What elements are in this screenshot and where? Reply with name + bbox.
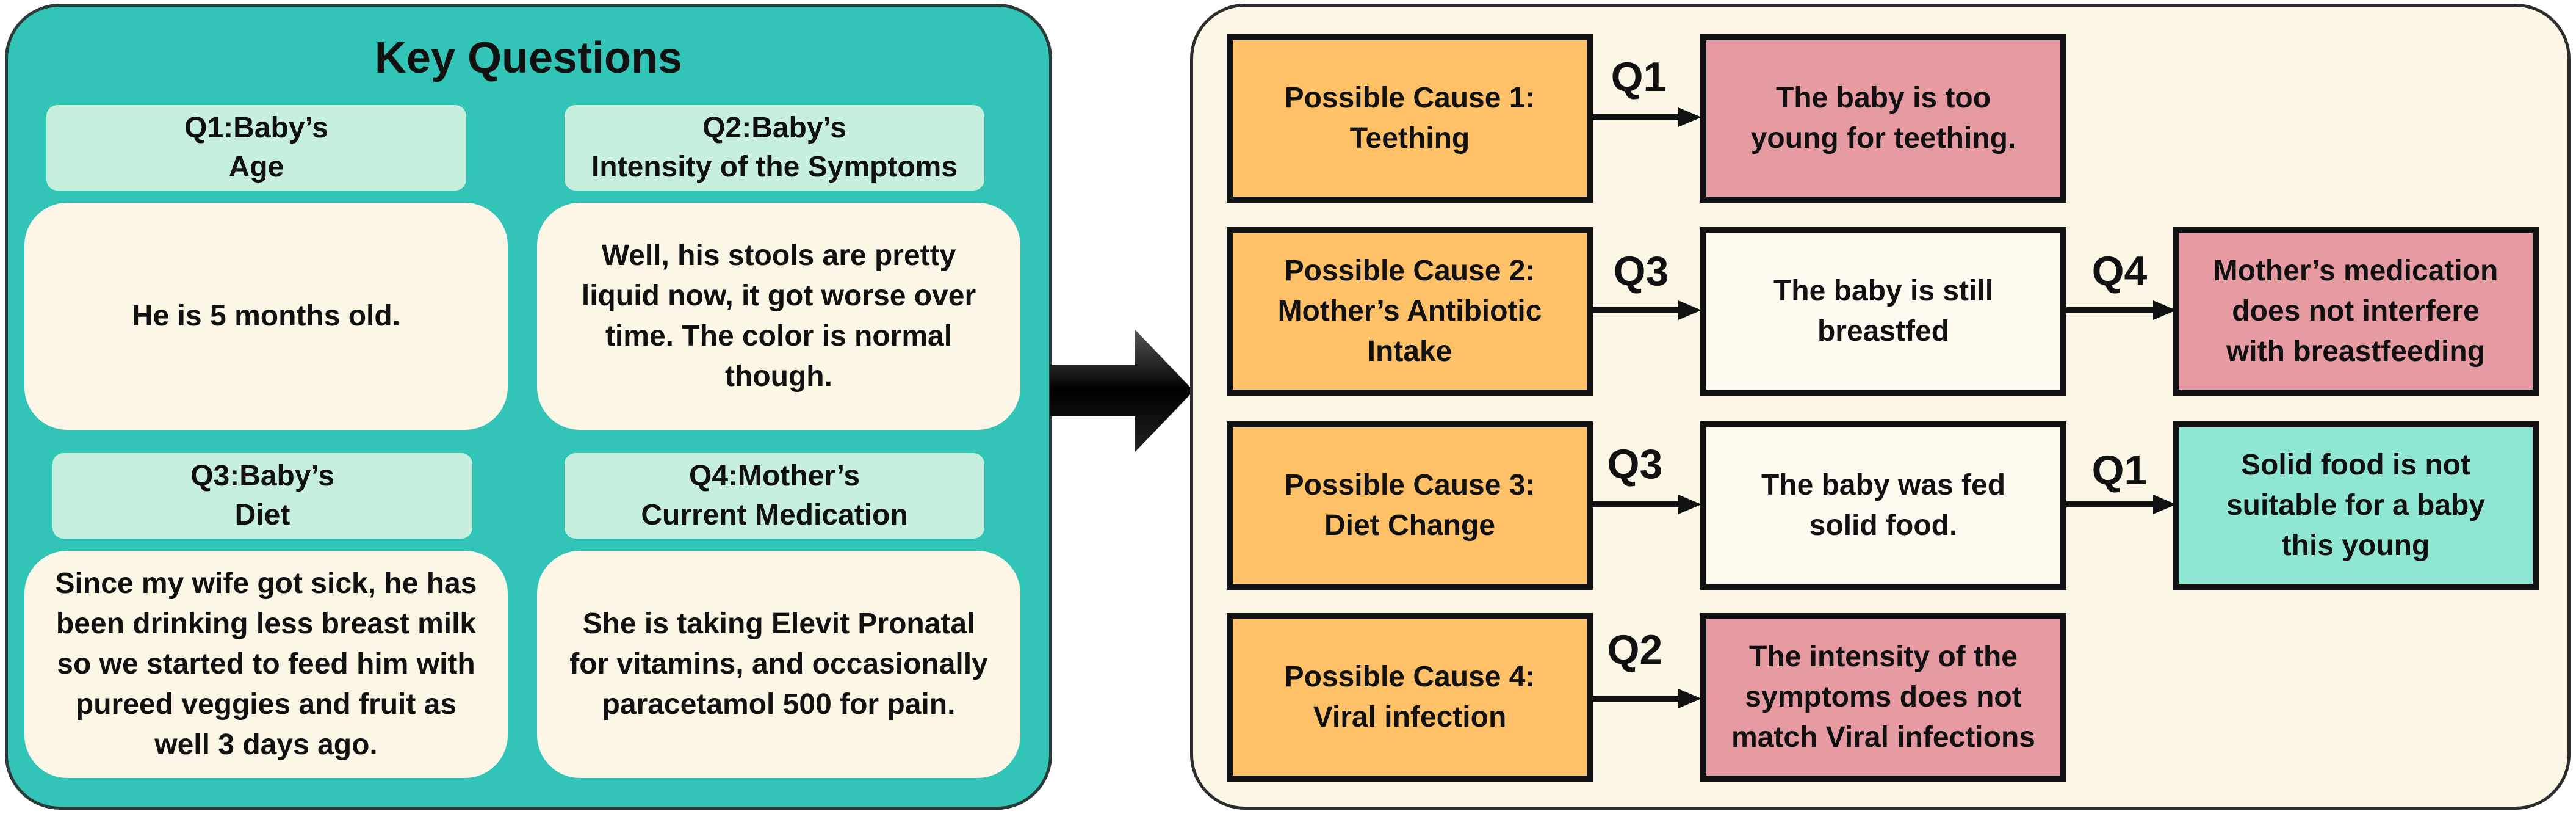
cause-box-1: Possible Cause 1: Teething	[1227, 34, 1593, 203]
cause-box-2: Possible Cause 2: Mother’s Antibiotic In…	[1227, 227, 1593, 396]
cause-text: Possible Cause 1: Teething	[1284, 82, 1535, 154]
answer-card-q1: He is 5 months old.	[24, 203, 508, 430]
outcome-text: The baby is too young for teething.	[1750, 82, 2016, 154]
connector-arrow-icon	[2062, 495, 2176, 514]
label-line: Age	[228, 151, 284, 183]
question-tag: Q1	[2091, 447, 2148, 493]
intermediate-box: The baby is still breastfed	[1700, 227, 2066, 396]
label-line: Current Medication	[641, 499, 908, 531]
question-tag: Q3	[1607, 441, 1663, 487]
question-tag: Q4	[2091, 248, 2148, 294]
answer-text: He is 5 months old.	[131, 300, 401, 332]
connector-arrow-icon	[1587, 300, 1701, 320]
cause-text: Possible Cause 3: Diet Change	[1284, 469, 1535, 542]
outcome-box-rejected: The baby is too young for teething.	[1700, 34, 2066, 203]
question-tag: Q2	[1607, 627, 1663, 673]
cause-text: Possible Cause 2: Mother’s Antibiotic In…	[1277, 255, 1542, 368]
outcome-box-confirmed: Solid food is not suitable for a baby th…	[2173, 421, 2539, 590]
answer-text: She is taking Elevit Pronatal for vitami…	[569, 608, 988, 721]
panel-title: Key Questions	[374, 34, 683, 82]
label-line: Q1:Baby’s	[184, 112, 328, 144]
connector-arrow-icon	[2062, 300, 2176, 320]
connector-arrow-icon	[1587, 495, 1701, 514]
intermediate-text: The baby is still breastfed	[1773, 275, 1994, 347]
answer-card-q2: Well, his stools are pretty liquid now, …	[537, 203, 1020, 430]
label-line: Diet	[234, 499, 290, 531]
cause-box-4: Possible Cause 4: Viral infection	[1227, 613, 1593, 782]
big-right-arrow-icon	[1050, 330, 1194, 452]
label-line: Q4:Mother’s	[688, 460, 860, 492]
question-tag: Q1	[1611, 54, 1667, 100]
cause-text: Possible Cause 4: Viral infection	[1284, 661, 1535, 733]
cause-box-3: Possible Cause 3: Diet Change	[1227, 421, 1593, 590]
connector-arrow-icon	[1587, 107, 1701, 127]
answer-text: Well, his stools are pretty liquid now, …	[581, 239, 976, 393]
intermediate-text: The baby was fed solid food.	[1761, 469, 2006, 542]
outcome-text: The intensity of the symptoms does not m…	[1731, 641, 2035, 754]
answer-text: Since my wife got sick, he has been drin…	[55, 567, 477, 761]
outcome-box-rejected: Mother’s medication does not interfere w…	[2173, 227, 2539, 396]
connector-arrow-icon	[1587, 689, 1701, 708]
outcome-text: Solid food is not suitable for a baby th…	[2226, 449, 2486, 562]
intermediate-box: The baby was fed solid food.	[1700, 421, 2066, 590]
outcome-text: Mother’s medication does not interfere w…	[2213, 255, 2498, 368]
label-line: Q3:Baby’s	[190, 460, 334, 492]
outcome-box-rejected: The intensity of the symptoms does not m…	[1700, 613, 2066, 782]
answer-card-q4: She is taking Elevit Pronatal for vitami…	[537, 551, 1020, 778]
label-line: Intensity of the Symptoms	[591, 151, 958, 183]
label-line: Q2:Baby’s	[702, 112, 846, 144]
question-tag: Q3	[1613, 248, 1669, 294]
answer-card-q3: Since my wife got sick, he has been drin…	[24, 551, 508, 778]
